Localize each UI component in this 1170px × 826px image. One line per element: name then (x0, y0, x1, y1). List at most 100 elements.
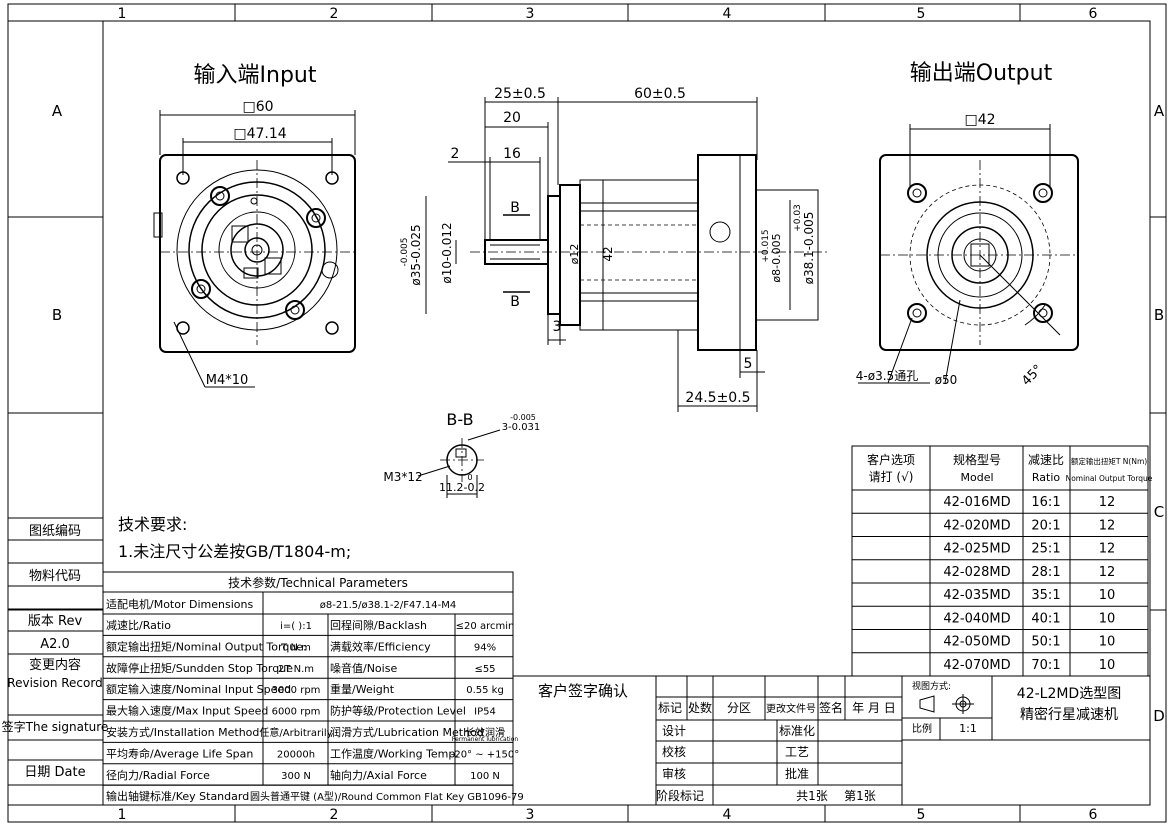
param-l2-4: 防护等级/Protection Level (330, 704, 466, 718)
output-end-view: 输出端Output □42 45° 4-ø3.5通孔 ø50 (856, 61, 1079, 389)
input-dim-square-60: □60 (242, 99, 273, 115)
signature-label: 签字The signature (2, 719, 109, 734)
param-lub-sub: Permanent lubrication (452, 736, 519, 743)
input-end-view: 输入端Input □60 □47.14 (153, 63, 356, 388)
tb-doc: 更改文件号 (766, 702, 816, 715)
tb-name-1: 42-L2MD选型图 (1017, 686, 1121, 702)
param-l1-2: 故障停止扭矩/Sundden Stop Torque (106, 661, 293, 675)
model-torque-1: 12 (1099, 518, 1116, 533)
tb-sheets-total: 共1张 (796, 789, 828, 803)
param-v2-7: 100 N (470, 771, 500, 782)
row-label-b-right: B (1154, 306, 1164, 324)
model-ratio-6: 50:1 (1031, 635, 1060, 650)
col-label-3-bottom: 3 (526, 807, 535, 823)
dim-phi-10: ø10-0.012 (440, 222, 454, 283)
param-v2-6: -20° ~ +150° (451, 749, 520, 760)
param-v2-5: 长效润滑 (465, 726, 505, 739)
tb-design: 设计 (662, 724, 686, 738)
param-l2-2: 噪音值/Noise (330, 661, 397, 675)
dim-16: 16 (503, 146, 521, 162)
param-l2-7: 轴向力/Axial Force (330, 768, 427, 782)
param-v1-1: T N.m (280, 642, 311, 653)
col-label-5: 5 (917, 6, 926, 22)
model-h-option-1: 客户选项 (867, 452, 915, 467)
model-torque-7: 10 (1099, 658, 1116, 673)
technical-parameters-table: 技术参数/Technical Parameters 适配电机/Motor Dim… (102, 571, 524, 806)
side-view: 25±0.5 60±0.5 20 2 16 B B (400, 86, 830, 412)
change-content-label: 变更内容 (29, 657, 81, 673)
title-block: 标记 处数 分区 更改文件号 签名 年 月 日 设计 标准化 校核 工艺 审核 … (655, 675, 1151, 806)
model-h-model-2: Model (960, 471, 993, 484)
param-v2-0: ≤20 arcmin (456, 621, 515, 632)
model-table: 客户选项 请打 (√) 规格型号 Model 减速比 Ratio 额定输出扭矩T… (851, 445, 1153, 677)
dim-phi-35: ø35-0.025 (409, 224, 423, 285)
model-model-3: 42-028MD (943, 565, 1010, 580)
param-v1-7: 300 N (281, 771, 311, 782)
output-view-title: 输出端Output (910, 61, 1053, 86)
model-model-4: 42-035MD (943, 588, 1010, 603)
section-mark-b-bottom: B (510, 294, 520, 310)
col-label-3: 3 (526, 6, 535, 22)
param-v2-4: IP54 (474, 707, 496, 718)
drawing-frame: 1 2 3 4 5 6 1 2 3 4 5 6 A B A B C D (7, 3, 1167, 823)
dim-phi-35-tol: -0.005 (400, 237, 410, 266)
param-v1-4: 6000 rpm (272, 707, 321, 718)
section-title: B-B (446, 410, 473, 429)
tb-standard: 标准化 (779, 724, 815, 738)
col-label-1: 1 (118, 6, 127, 22)
dim-24-5: 24.5±0.5 (685, 390, 750, 406)
dim-60: 60±0.5 (634, 86, 686, 102)
tb-ymd: 年 月 日 (852, 701, 896, 715)
model-ratio-5: 40:1 (1031, 611, 1060, 626)
tb-view-method: 视图方式: (912, 680, 951, 692)
projection-symbol-icon (919, 694, 974, 714)
param-l1-1: 额定输出扭矩/Nominal Output Torque: (106, 639, 307, 653)
row-label-b: B (52, 306, 62, 324)
tb-approve: 批准 (785, 766, 809, 781)
param-l1-7: 径向力/Radial Force (106, 768, 210, 782)
tb-process: 工艺 (785, 745, 809, 759)
notes-line-1: 1.未注尺寸公差按GB/T1804-m; (118, 542, 351, 561)
output-dim-holes: 4-ø3.5通孔 (856, 369, 918, 383)
col-label-4: 4 (723, 6, 732, 22)
model-h-ratio-1: 减速比 (1028, 453, 1064, 467)
material-code-label: 物料代码 (29, 569, 81, 584)
output-dim-phi-50: ø50 (935, 373, 958, 387)
param-v1-2: 2T N.m (278, 664, 314, 675)
tb-sheet-no: 第1张 (844, 789, 876, 803)
param-l2-1: 满载效率/Efficiency (330, 639, 431, 653)
tb-scale-value: 1:1 (959, 722, 977, 735)
tb-audit: 审核 (662, 766, 686, 781)
notes-heading: 技术要求: (118, 515, 187, 534)
left-record-column: 图纸编码 物料代码 版本 Rev A2.0 变更内容 Revision Reco… (2, 517, 109, 786)
col-label-6-bottom: 6 (1089, 807, 1098, 823)
tb-scale-label: 比例 (912, 722, 932, 735)
model-h-torque-2: Nominal Output Torque (1066, 474, 1153, 483)
col-label-5-bottom: 5 (917, 807, 926, 823)
section-dim-key: 3-0.031 (502, 422, 541, 433)
dim-5: 5 (744, 356, 753, 372)
col-label-2: 2 (330, 6, 339, 22)
param-l1-5: 安装方式/Installation Method (106, 725, 259, 739)
param-l1-6: 平均寿命/Average Life Span (106, 746, 253, 760)
dim-25: 25±0.5 (494, 86, 546, 102)
param-l2-3: 重量/Weight (330, 682, 395, 696)
customer-sign-area: 客户签字确认 (512, 675, 657, 806)
model-h-option-2: 请打 (√) (869, 470, 914, 484)
section-mark-b-top: B (510, 200, 520, 216)
model-model-7: 42-070MD (943, 658, 1010, 673)
model-torque-0: 12 (1099, 495, 1116, 510)
param-v2-2: ≤55 (474, 664, 495, 675)
output-mounting-holes (907, 183, 1053, 323)
date-label: 日期 Date (24, 765, 85, 780)
param-l2-6: 工作温度/Working Temp. (330, 746, 459, 760)
technical-notes: 技术要求: 1.未注尺寸公差按GB/T1804-m; (118, 515, 351, 561)
param-key-value: 圆头普通平键 (A型)/Round Common Flat Key GB1096… (250, 790, 524, 803)
output-dim-45: 45° (1019, 362, 1046, 389)
output-dim-square-42: □42 (964, 112, 995, 128)
revision-record-label: Revision Record (7, 676, 102, 690)
param-v1-5: 任意/Arbitrarily (259, 726, 332, 739)
param-v1-0: i=( ):1 (280, 621, 312, 632)
